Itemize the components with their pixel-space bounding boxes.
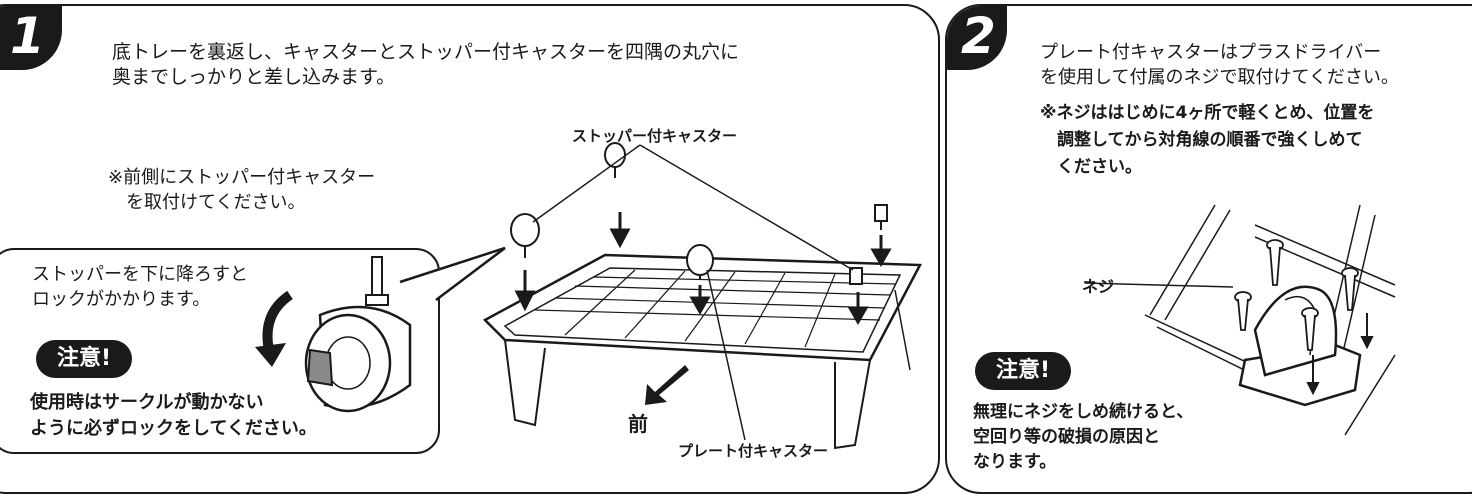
step-1-instruction: 底トレーを裏返し、キャスターとストッパー付キャスターを四隅の丸穴に 奥までしっか… — [112, 41, 740, 88]
step-2-note: ※ネジははじめに4ヶ所で軽くとめ、位置を 調整してから対角線の順番で強くしめて … — [1040, 103, 1375, 177]
step-2-panel: 2 — [945, 4, 1472, 494]
step-2-tab: 2 — [947, 6, 1007, 70]
step-1-number: 1 — [10, 7, 45, 65]
caution-text-2: 無理にネジをしめ続けると、 空回り等の破損の原因と なります。 — [973, 402, 1194, 472]
front-label: 前 — [628, 412, 648, 436]
step-2-number: 2 — [961, 7, 996, 65]
caution-badge-2: 注意! — [975, 352, 1071, 390]
bubble-lock-text: ストッパーを下に降ろすと ロックがかかります。 — [32, 264, 248, 310]
step-1-note: ※前側にストッパー付キャスター を取付けてください。 — [108, 167, 376, 213]
plate-caster-illustration — [1084, 204, 1396, 436]
plate-caster-label: プレート付キャスター — [678, 442, 829, 460]
caster-wheel-illustration — [255, 256, 412, 413]
caution-text-1: 使用時はサークルが動かない ように必ずロックをしてください。 — [30, 392, 317, 439]
stopper-caster-label: ストッパー付キャスター — [572, 127, 738, 145]
step-2-instruction: プレート付キャスターはプラスドライバー を使用して付属のネジで取付けてください。 — [1040, 42, 1399, 88]
step-1-tab: 1 — [0, 6, 62, 70]
screw-label: ネジ — [1082, 277, 1115, 296]
caution-badge-1: 注意! — [36, 340, 132, 378]
tray-illustration — [482, 142, 923, 450]
